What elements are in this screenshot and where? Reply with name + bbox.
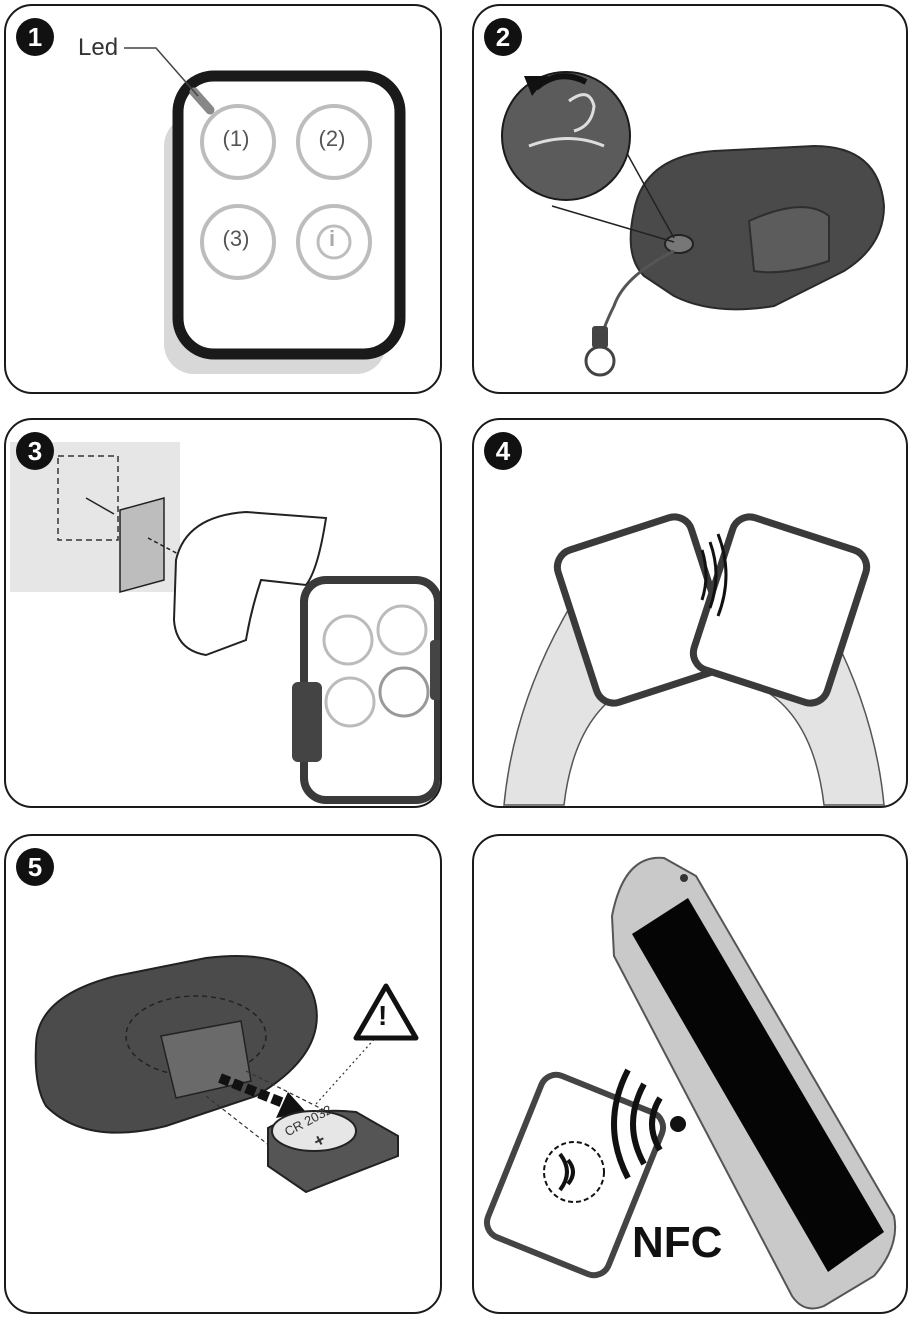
led-label: Led bbox=[78, 34, 118, 62]
button-1-label: (1) bbox=[196, 126, 276, 152]
warning-exclamation: ! bbox=[378, 1000, 387, 1032]
zoom-circle bbox=[502, 72, 630, 200]
lanyard-hole bbox=[665, 235, 693, 253]
panel-step-2 bbox=[472, 4, 908, 394]
battery-replace-illustration bbox=[6, 836, 442, 1314]
step-badge-3: 3 bbox=[16, 432, 54, 470]
pairing-illustration bbox=[474, 420, 908, 808]
adhesive-pad bbox=[120, 498, 164, 592]
lanyard-clip bbox=[592, 326, 608, 348]
button-2-label: (2) bbox=[292, 126, 372, 152]
panel-step-4 bbox=[472, 418, 908, 808]
wall-holder-illustration bbox=[6, 420, 442, 808]
phone-camera-icon bbox=[680, 874, 688, 882]
step-badge-2: 2 bbox=[484, 18, 522, 56]
lanyard-attach-illustration bbox=[474, 6, 908, 394]
key-ring bbox=[586, 347, 614, 375]
panel-step-1 bbox=[4, 4, 442, 394]
panel-step-3 bbox=[4, 418, 442, 808]
step-badge-1: 1 bbox=[16, 18, 54, 56]
remote-front-illustration bbox=[6, 6, 442, 394]
nfc-label: NFC bbox=[632, 1218, 722, 1268]
holder-clip-right bbox=[430, 640, 442, 700]
battery-cover bbox=[749, 207, 829, 272]
panel-step-5 bbox=[4, 834, 442, 1314]
step-badge-4: 4 bbox=[484, 432, 522, 470]
button-info-label: i bbox=[292, 226, 372, 252]
button-3-label: (3) bbox=[196, 226, 276, 252]
step-badge-5: 5 bbox=[16, 848, 54, 886]
holder-clip-left bbox=[292, 682, 322, 762]
nfc-signal-dot bbox=[670, 1116, 686, 1132]
